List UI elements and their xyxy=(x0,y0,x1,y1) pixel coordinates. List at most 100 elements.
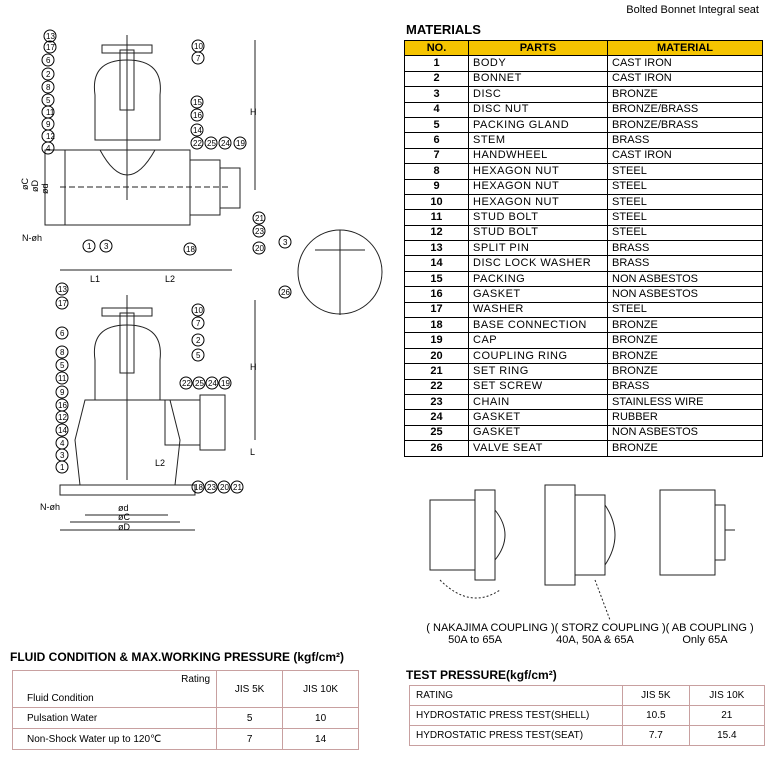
fluid-col-jis10k: JIS 10K xyxy=(282,670,359,708)
dimension-labels: H L1 L2 N-øh øC øD ød H L L2 N-øh ød øC … xyxy=(20,107,257,532)
material-part: WASHER xyxy=(468,301,608,319)
svg-text:4: 4 xyxy=(46,144,51,153)
material-no: 5 xyxy=(404,116,469,134)
svg-text:5: 5 xyxy=(46,96,51,105)
material-material: BRONZE xyxy=(607,332,763,349)
material-material: CAST IRON xyxy=(607,55,763,72)
test-row-value: 21 xyxy=(688,705,766,726)
material-material: STEEL xyxy=(607,193,763,211)
svg-text:19: 19 xyxy=(221,379,230,388)
material-part: HEXAGON NUT xyxy=(468,178,608,195)
svg-text:10: 10 xyxy=(194,42,203,51)
svg-text:3: 3 xyxy=(283,238,288,247)
storz-size: 40A, 50A & 65A xyxy=(556,634,634,646)
test-pressure-title: TEST PRESSURE(kgf/cm²) xyxy=(406,668,557,682)
material-part: BODY xyxy=(468,55,608,72)
svg-text:16: 16 xyxy=(193,111,202,120)
svg-text:18: 18 xyxy=(186,245,195,254)
bottom-valve-drawing xyxy=(59,295,256,531)
svg-text:11: 11 xyxy=(46,108,55,117)
table-row: HYDROSTATIC PRESS TEST(SHELL) 10.5 21 xyxy=(409,705,766,726)
svg-text:5: 5 xyxy=(196,351,201,360)
svg-text:7: 7 xyxy=(196,319,201,328)
svg-text:23: 23 xyxy=(255,227,264,236)
svg-text:øD: øD xyxy=(118,522,130,532)
svg-text:1: 1 xyxy=(60,463,65,472)
material-no: 3 xyxy=(404,86,469,103)
top-valve-drawing xyxy=(44,35,383,315)
material-part: CAP xyxy=(468,332,608,349)
svg-text:14: 14 xyxy=(58,426,67,435)
svg-text:3: 3 xyxy=(60,451,65,460)
svg-text:ød: ød xyxy=(40,183,50,194)
rating-label: Rating xyxy=(181,674,210,685)
header-parts: PARTS xyxy=(468,39,608,57)
svg-text:4: 4 xyxy=(60,439,65,448)
material-part: SET RING xyxy=(468,363,608,380)
svg-text:øD: øD xyxy=(30,180,40,192)
material-no: 8 xyxy=(404,163,469,180)
material-no: 20 xyxy=(404,347,469,365)
bottom-callouts: 13 17 6 8 5 11 9 16 12 14 4 3 1 10 7 2 5… xyxy=(55,282,244,494)
fluid-header-row: Rating Fluid Condition JIS 5K JIS 10K xyxy=(12,670,359,708)
svg-text:2: 2 xyxy=(46,70,51,79)
material-part: BASE CONNECTION xyxy=(468,317,608,334)
svg-text:5: 5 xyxy=(60,361,65,370)
material-no: 1 xyxy=(404,55,469,72)
ab-size: Only 65A xyxy=(682,634,728,646)
svg-text:N-øh: N-øh xyxy=(22,233,42,243)
top-callouts: 13 17 6 2 8 5 11 9 12 4 10 7 15 16 14 22… xyxy=(41,29,292,299)
svg-text:8: 8 xyxy=(60,348,65,357)
material-part: VALVE SEAT xyxy=(468,440,608,457)
material-material: NON ASBESTOS xyxy=(607,286,763,303)
material-no: 2 xyxy=(404,70,469,88)
material-no: 9 xyxy=(404,178,469,195)
test-pressure-table: RATING JIS 5K JIS 10K HYDROSTATIC PRESS … xyxy=(409,685,766,746)
material-part: COUPLING RING xyxy=(468,347,608,365)
material-material: STEEL xyxy=(607,178,763,195)
material-part: STEM xyxy=(468,132,608,149)
svg-text:L2: L2 xyxy=(155,458,165,468)
fluid-row-label: Pulsation Water xyxy=(12,707,217,729)
svg-text:ød: ød xyxy=(118,503,129,513)
header-material: MATERIAL xyxy=(607,39,763,57)
material-no: 19 xyxy=(404,332,469,349)
svg-text:18: 18 xyxy=(194,483,203,492)
material-part: HANDWHEEL xyxy=(468,147,608,165)
test-header-jis10k: JIS 10K xyxy=(688,685,766,706)
material-part: GASKET xyxy=(468,286,608,303)
material-part: DISC NUT xyxy=(468,101,608,118)
material-material: STEEL xyxy=(607,209,763,226)
svg-text:13: 13 xyxy=(58,285,67,294)
test-header-row: RATING JIS 5K JIS 10K xyxy=(409,685,766,706)
fluid-row-value: 14 xyxy=(282,728,359,750)
svg-text:21: 21 xyxy=(255,214,264,223)
svg-text:24: 24 xyxy=(208,379,217,388)
svg-text:øC: øC xyxy=(20,178,30,190)
top-note: Bolted Bonnet Integral seat xyxy=(626,4,759,16)
svg-text:H: H xyxy=(250,362,257,372)
svg-text:8: 8 xyxy=(46,83,51,92)
svg-text:øC: øC xyxy=(118,512,130,522)
test-header-rating: RATING xyxy=(409,685,623,706)
material-part: STUD BOLT xyxy=(468,224,608,242)
svg-text:22: 22 xyxy=(182,379,191,388)
svg-text:17: 17 xyxy=(58,299,67,308)
material-no: 24 xyxy=(404,409,469,426)
materials-header-row: NO. PARTS MATERIAL xyxy=(404,39,763,57)
table-row: HYDROSTATIC PRESS TEST(SEAT) 7.7 15.4 xyxy=(409,725,766,746)
material-material: BRONZE/BRASS xyxy=(607,116,763,134)
material-part: PACKING xyxy=(468,270,608,288)
material-material: BRONZE xyxy=(607,347,763,365)
coupling-caption-line1: ( NAKAJIMA COUPLING )( STORZ COUPLING )(… xyxy=(426,622,754,634)
material-material: BRONZE/BRASS xyxy=(607,101,763,118)
material-material: STAINLESS WIRE xyxy=(607,393,763,411)
svg-text:L1: L1 xyxy=(90,274,100,284)
